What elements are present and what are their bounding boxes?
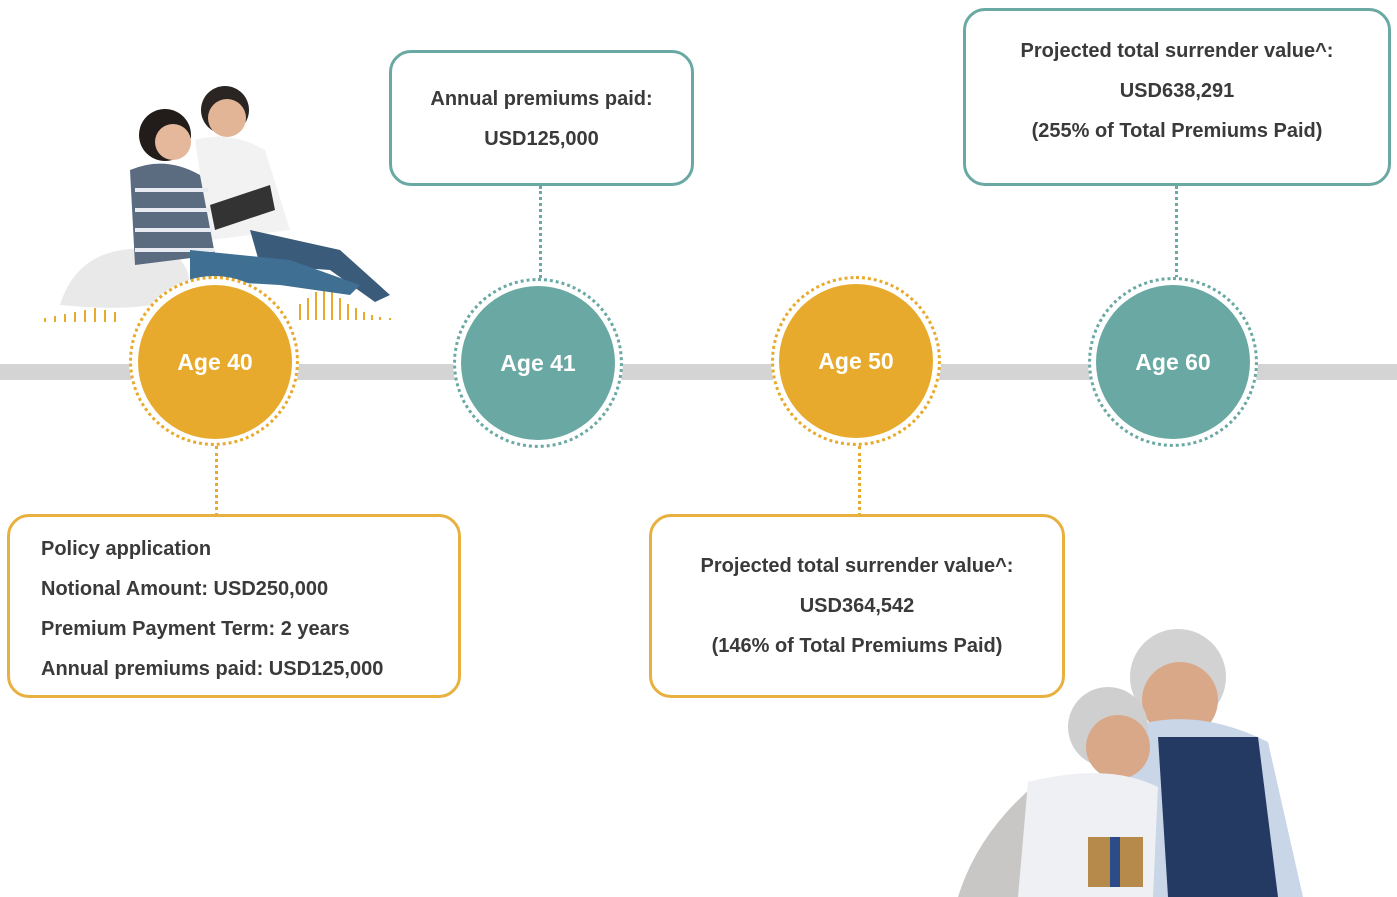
card-age60: Projected total surrender value^: USD638… (963, 8, 1391, 186)
connector-age50 (858, 446, 861, 516)
card-line: Premium Payment Term: 2 years (41, 618, 350, 640)
card-line: Annual premiums paid: (430, 88, 653, 110)
card-age41: Annual premiums paid: USD125,000 (389, 50, 694, 186)
milestone-age40: Age 40 (138, 285, 292, 439)
connector-age40 (215, 446, 218, 516)
card-title: Policy application (41, 538, 212, 560)
card-age50: Projected total surrender value^: USD364… (649, 514, 1065, 698)
milestone-label: Age 41 (500, 349, 576, 376)
card-line: USD125,000 (484, 128, 599, 150)
card-line: USD638,291 (1119, 80, 1235, 102)
senior-couple-photo (958, 629, 1303, 897)
connector-age41 (539, 186, 542, 278)
milestone-age60: Age 60 (1096, 285, 1250, 439)
card-line: Annual premiums paid: USD125,000 (41, 658, 384, 680)
connector-age60 (1175, 186, 1178, 278)
card-line: (255% of Total Premiums Paid) (1031, 120, 1323, 142)
card-line: (146% of Total Premiums Paid) (711, 635, 1003, 657)
card-line: Projected total surrender value^: (1020, 40, 1334, 62)
card-line: Notional Amount: USD250,000 (41, 578, 329, 600)
milestone-label: Age 60 (1135, 348, 1211, 375)
card-line: Projected total surrender value^: (700, 555, 1014, 577)
milestone-age50: Age 50 (779, 284, 933, 438)
young-couple-photo (44, 86, 391, 322)
timeline-bar (0, 364, 1397, 380)
card-age40: Policy application Notional Amount: USD2… (7, 514, 461, 698)
milestone-label: Age 50 (818, 347, 894, 374)
milestone-age41: Age 41 (461, 286, 615, 440)
card-line: USD364,542 (799, 595, 915, 617)
milestone-label: Age 40 (177, 348, 253, 375)
